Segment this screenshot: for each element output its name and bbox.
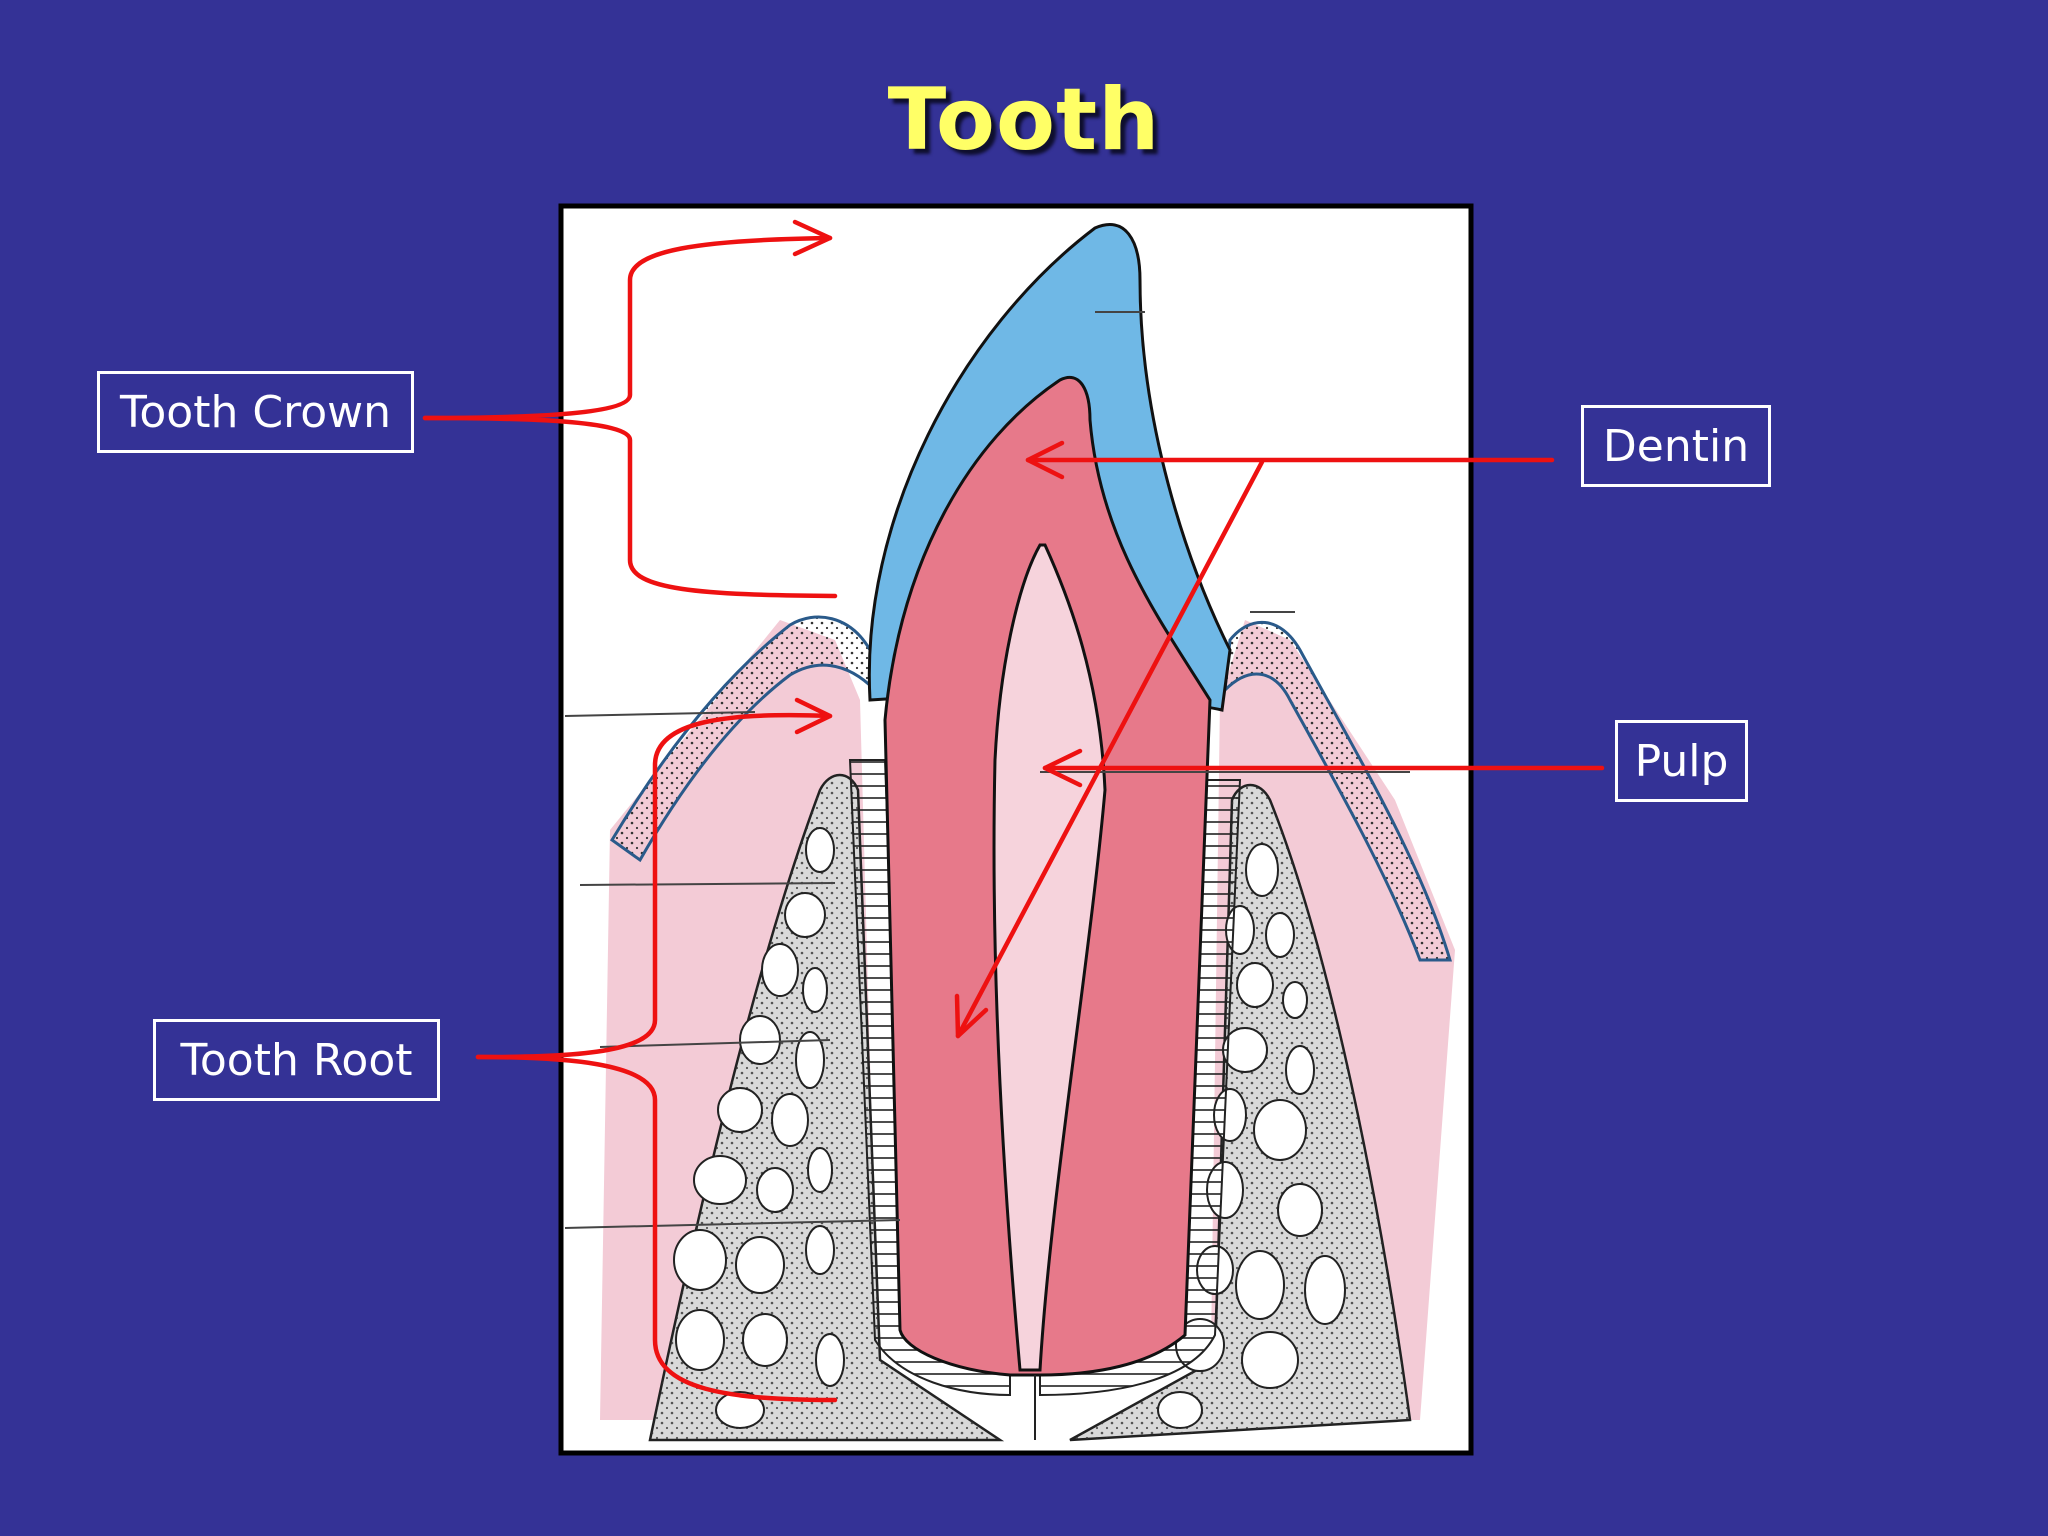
root-brace-lower: [475, 1054, 838, 1403]
crown-arrowhead: [792, 219, 833, 257]
root-arrowhead: [794, 697, 833, 735]
crown-brace-lower: [422, 415, 838, 599]
label-tooth-crown: Tooth Crown: [97, 371, 414, 453]
dentin-arrowhead-upper: [1025, 440, 1065, 480]
pulp-arrowhead: [1042, 748, 1083, 788]
label-tooth-root: Tooth Root: [153, 1019, 440, 1101]
gum-epithelium-right: [1223, 620, 1453, 962]
dentin-arrow-lower: [955, 459, 1265, 1039]
callout-arrows: [422, 219, 1605, 1403]
label-pulp: Pulp: [1615, 720, 1748, 802]
figure-leader-lines: [564, 311, 1410, 1229]
label-dentin: Dentin: [1581, 405, 1771, 487]
slide-title: Tooth: [887, 70, 1161, 170]
bone-marrow-spaces-left: [673, 827, 845, 1429]
crown-brace-upper: [422, 235, 833, 421]
root-brace-upper: [475, 712, 833, 1060]
tooth-illustration: [564, 223, 1455, 1442]
dentin-arrowhead-lower: [954, 993, 989, 1039]
